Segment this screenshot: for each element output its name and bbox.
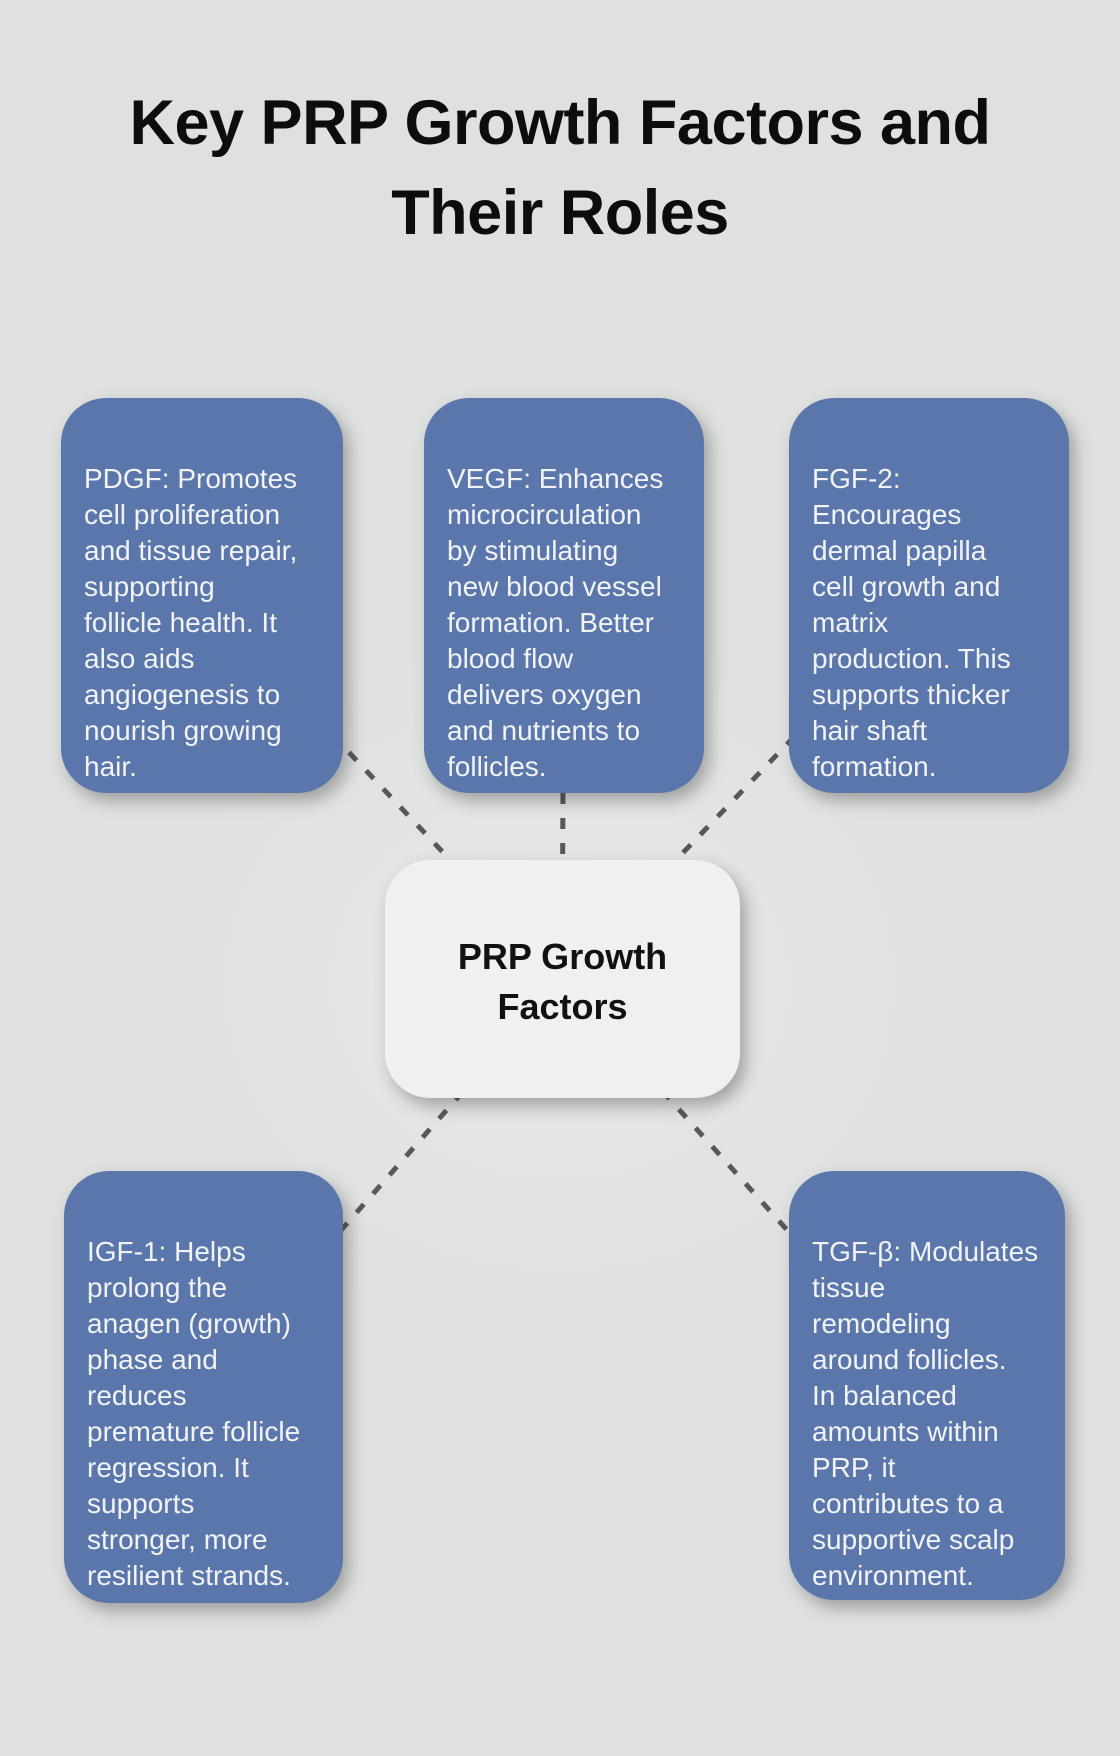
node-center-label: PRP Growth Factors [457,936,668,1027]
node-tgfb-text: TGF-β: Modulates tissue remodeling aroun… [812,1236,1039,1591]
node-tgfb: TGF-β: Modulates tissue remodeling aroun… [789,1171,1065,1600]
node-pdgf-text: PDGF: Promotes cell proliferation and ti… [84,463,298,782]
node-igf1-text: IGF-1: Helps prolong the anagen (growth)… [87,1236,301,1591]
node-vegf: VEGF: Enhances microcirculation by stimu… [424,398,704,793]
node-igf1: IGF-1: Helps prolong the anagen (growth)… [64,1171,343,1603]
node-fgf2: FGF-2: Encourages dermal papilla cell gr… [789,398,1069,793]
node-pdgf: PDGF: Promotes cell proliferation and ti… [61,398,343,793]
page-title: Key PRP Growth Factors and Their Roles [129,88,991,248]
node-vegf-text: VEGF: Enhances microcirculation by stimu… [447,463,664,782]
node-fgf2-text: FGF-2: Encourages dermal papilla cell gr… [812,463,1011,782]
node-center: PRP Growth Factors [385,860,740,1098]
